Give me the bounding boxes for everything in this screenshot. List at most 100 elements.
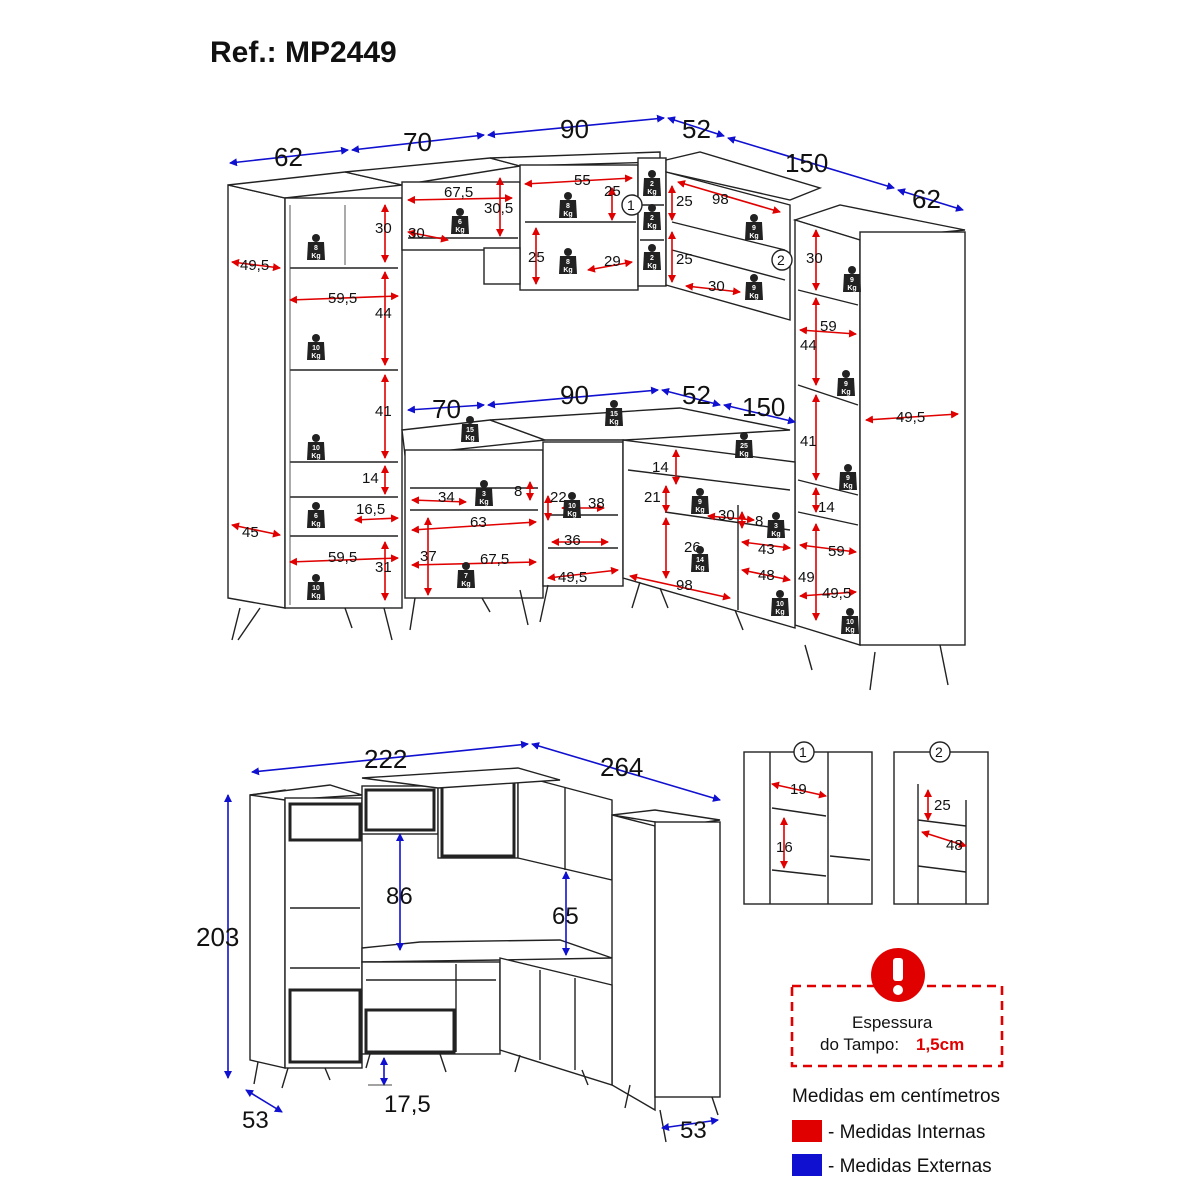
int-dim-label: 63 bbox=[470, 514, 487, 531]
weight-value: 2 bbox=[650, 215, 654, 222]
weight-unit: Kg bbox=[311, 593, 320, 600]
legend-heading: Medidas em centímetros bbox=[792, 1086, 1000, 1107]
int-dim-label: 30 bbox=[718, 507, 735, 524]
right-tall-cabinet bbox=[792, 204, 966, 691]
weight-value: 10 bbox=[312, 345, 320, 352]
weight-icon: 9Kg bbox=[843, 266, 861, 292]
int-dim-label: 31 bbox=[375, 559, 392, 576]
weight-icon: 8Kg bbox=[559, 248, 577, 274]
int-dim-label: 48 bbox=[758, 567, 775, 584]
ext-dim-label: 70 bbox=[403, 127, 432, 157]
int-dim-label: 43 bbox=[758, 541, 775, 558]
detail-1-dim: 16 bbox=[776, 839, 793, 856]
int-dim-label: 8 bbox=[755, 513, 763, 530]
front-left-tower bbox=[249, 784, 363, 1089]
weight-value: 8 bbox=[566, 259, 570, 266]
weight-value: 15 bbox=[466, 427, 474, 434]
int-dim-label: 49,5 bbox=[558, 569, 587, 586]
weight-value: 9 bbox=[698, 499, 702, 506]
legend-swatch-external bbox=[792, 1154, 822, 1176]
weight-value: 9 bbox=[752, 285, 756, 292]
legend-item-internal: - Medidas Internas bbox=[828, 1122, 985, 1143]
detail-panel-2: 2 25 48 bbox=[893, 741, 989, 905]
weight-value: 9 bbox=[850, 277, 854, 284]
weight-icon: 2Kg bbox=[643, 244, 661, 270]
weight-icon: 9Kg bbox=[691, 488, 709, 514]
ext-dim-label: 90 bbox=[560, 114, 589, 144]
front-upper-cabinets bbox=[361, 767, 613, 881]
weight-icon: 9Kg bbox=[839, 464, 857, 490]
int-dim-label: 34 bbox=[438, 489, 455, 506]
internal-dimension-labels: 49,5 59,5 30 44 41 14 16,5 59,5 31 45 67… bbox=[240, 172, 925, 602]
weight-value: 10 bbox=[846, 619, 854, 626]
weight-value: 10 bbox=[568, 503, 576, 510]
weight-unit: Kg bbox=[311, 353, 320, 360]
weight-value: 8 bbox=[566, 203, 570, 210]
int-dim-label: 44 bbox=[800, 337, 817, 354]
weight-value: 2 bbox=[650, 181, 654, 188]
weight-unit: Kg bbox=[465, 435, 474, 442]
weight-unit: Kg bbox=[609, 419, 618, 426]
int-dim-label: 49,5 bbox=[822, 585, 851, 602]
weight-value: 10 bbox=[312, 585, 320, 592]
int-dim-label: 67,5 bbox=[444, 184, 473, 201]
weight-value: 7 bbox=[464, 573, 468, 580]
weight-unit: Kg bbox=[695, 565, 704, 572]
int-dim-label: 22 bbox=[550, 489, 567, 506]
int-dim-label: 25 bbox=[604, 183, 621, 200]
external-dimension-labels: 62 70 90 52 150 62 bbox=[274, 114, 941, 214]
int-dim-label: 14 bbox=[818, 499, 835, 516]
weight-unit: Kg bbox=[843, 483, 852, 490]
detail-callout-1: 1 bbox=[621, 194, 643, 216]
int-dim-label: 59 bbox=[828, 543, 845, 560]
int-dim-label: 25 bbox=[676, 251, 693, 268]
weight-unit: Kg bbox=[739, 451, 748, 458]
detail-callout-2: 2 bbox=[771, 249, 793, 271]
detail-2-dim: 25 bbox=[934, 797, 951, 814]
weight-value: 10 bbox=[312, 445, 320, 452]
weight-icon: 6Kg bbox=[451, 208, 469, 234]
weight-unit: Kg bbox=[461, 581, 470, 588]
weight-value: 9 bbox=[846, 475, 850, 482]
int-dim-label: 49 bbox=[798, 569, 815, 586]
legend-swatch-internal bbox=[792, 1120, 822, 1142]
front-base-cabinets bbox=[361, 939, 613, 1086]
weight-unit: Kg bbox=[567, 511, 576, 518]
int-dim-label: 25 bbox=[528, 249, 545, 266]
weight-unit: Kg bbox=[841, 389, 850, 396]
int-dim-label: 30 bbox=[375, 220, 392, 237]
weight-unit: Kg bbox=[311, 453, 320, 460]
external-dimension-arrows bbox=[229, 114, 964, 212]
weight-icon: 7Kg bbox=[457, 562, 475, 588]
weight-value: 9 bbox=[752, 225, 756, 232]
detail-2-label: 2 bbox=[935, 744, 943, 760]
weight-icon: 8Kg bbox=[307, 234, 325, 260]
callout-label: 1 bbox=[627, 197, 635, 213]
gap-left-label: 86 bbox=[386, 883, 413, 910]
note-line-2: do Tampo: bbox=[820, 1035, 899, 1054]
tabletop-thickness-note: Espessura do Tampo: 1,5cm bbox=[790, 948, 1004, 1068]
weight-icon: 2Kg bbox=[643, 170, 661, 196]
int-dim-label: 16,5 bbox=[356, 501, 385, 518]
weight-icon: 8Kg bbox=[559, 192, 577, 218]
int-dim-label: 30,5 bbox=[484, 200, 513, 217]
weight-unit: Kg bbox=[749, 233, 758, 240]
int-dim-label: 98 bbox=[676, 577, 693, 594]
int-dim-label: 30 bbox=[708, 278, 725, 295]
counter-dimension-arrows: 70 90 52 150 bbox=[407, 380, 796, 425]
note-line-1: Espessura bbox=[852, 1013, 933, 1032]
weight-unit: Kg bbox=[647, 263, 656, 270]
weight-unit: Kg bbox=[775, 609, 784, 616]
weight-value: 10 bbox=[776, 601, 784, 608]
detail-1-dim: 19 bbox=[790, 781, 807, 798]
front-right-tower bbox=[611, 809, 721, 1143]
weight-value: 25 bbox=[740, 443, 748, 450]
int-dim-label: 98 bbox=[712, 191, 729, 208]
weight-icon: 6Kg bbox=[307, 502, 325, 528]
